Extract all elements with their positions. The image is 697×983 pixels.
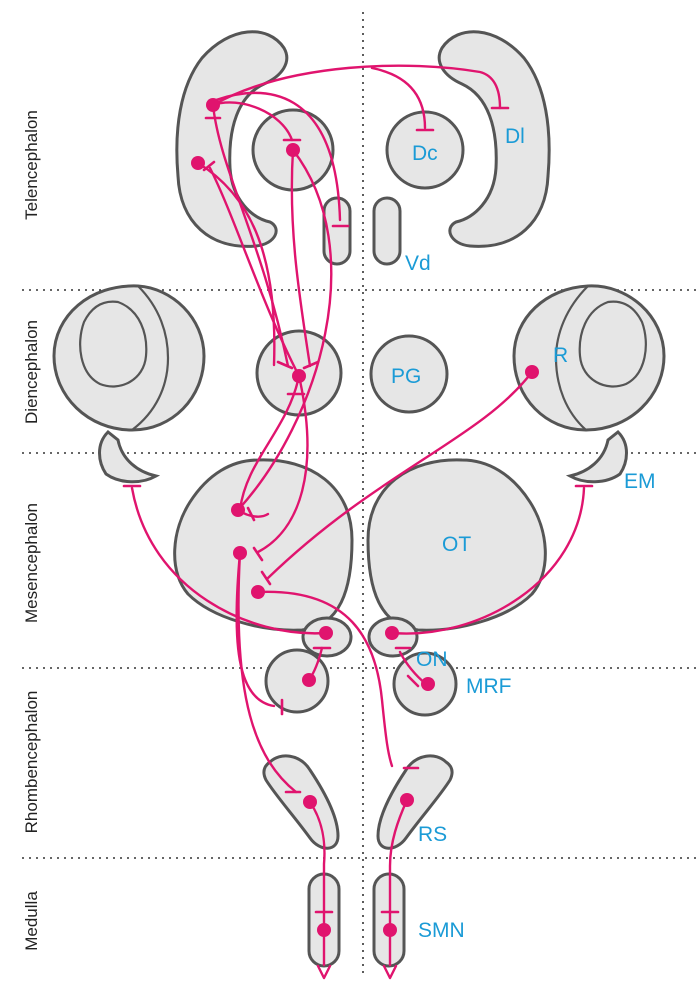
em-region-left (100, 432, 157, 482)
label-smn: SMN (418, 919, 465, 942)
label-mrf: MRF (466, 675, 512, 698)
neuron-rs-right (400, 793, 414, 807)
neuron-dl-upper (206, 98, 220, 112)
r-region-right (514, 286, 664, 430)
eye-left (54, 286, 204, 430)
label-on: ON (416, 648, 448, 671)
label-medulla: Medulla (22, 891, 41, 951)
label-ot: OT (442, 533, 471, 556)
division-lines (22, 12, 697, 978)
vd-region-right (374, 198, 400, 264)
brain-regions (54, 32, 664, 966)
arrow-right-head (384, 966, 396, 978)
ot-region-left (175, 460, 352, 630)
label-mesencephalon: Mesencephalon (22, 503, 41, 623)
neuron-ot-c (251, 585, 265, 599)
neuron-ot-a (231, 503, 245, 517)
neuron-rs-left (303, 795, 317, 809)
em-region-right (570, 432, 627, 482)
neuron-r-right (525, 365, 539, 379)
neuron-on-left (319, 626, 333, 640)
neuron-ot-b (233, 546, 247, 560)
label-dc: Dc (412, 142, 438, 165)
neuron-smn-left (317, 923, 331, 937)
label-pg: PG (391, 365, 421, 388)
neuron-mrf-right (421, 677, 435, 691)
eye-right (514, 286, 664, 430)
label-telencephalon: Telencephalon (22, 110, 41, 220)
label-rs: RS (418, 823, 447, 846)
neuron-pg-left (292, 369, 306, 383)
label-diencephalon: Diencephalon (22, 320, 41, 424)
label-em: EM (624, 470, 656, 493)
label-r: R (553, 344, 568, 367)
label-rhombencephalon: Rhombencephalon (22, 691, 41, 834)
label-vd: Vd (405, 252, 431, 275)
label-dl: Dl (505, 125, 525, 148)
neuron-mrf-left (302, 673, 316, 687)
neuron-dl-lower (191, 156, 205, 170)
neuron-smn-right (383, 923, 397, 937)
neuron-dc-left (286, 143, 300, 157)
neuron-on-right (385, 626, 399, 640)
arrow-left-head (318, 966, 330, 978)
side-labels: Telencephalon Diencephalon Mesencephalon… (22, 110, 41, 951)
